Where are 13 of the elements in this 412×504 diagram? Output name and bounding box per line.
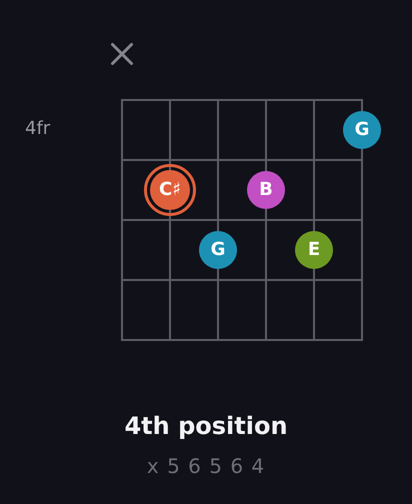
fret-label: 4fr — [25, 119, 50, 140]
chord-title: 4th position — [124, 413, 288, 441]
note-name: B — [259, 181, 273, 199]
root-note-dot — [144, 164, 196, 216]
note-dot — [295, 231, 333, 269]
note-dot — [343, 111, 381, 149]
note-dot — [199, 231, 237, 269]
note-name: E — [308, 241, 320, 259]
note-name: G — [210, 241, 226, 259]
note-name: G — [354, 121, 370, 139]
note-name: C♯ — [159, 181, 181, 199]
note-dot — [247, 171, 285, 209]
fret-numbers: x 5 6 5 6 4 — [146, 455, 266, 478]
